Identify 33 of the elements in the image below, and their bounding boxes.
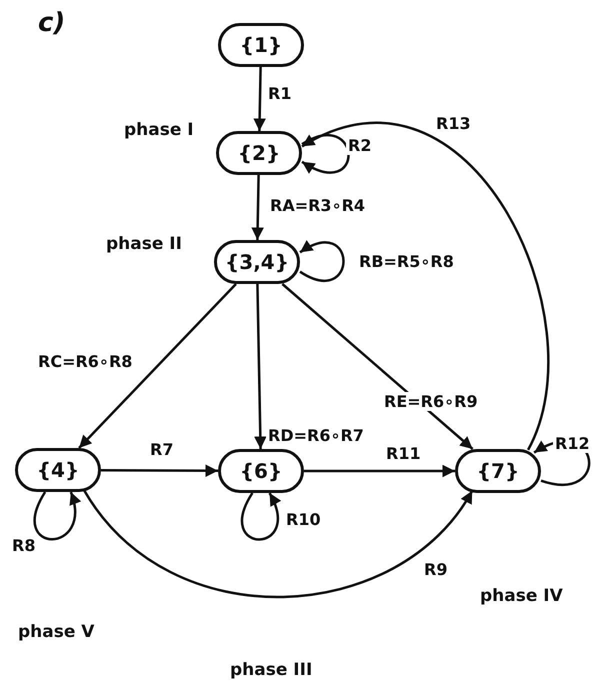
- state-node: [218, 23, 304, 67]
- edge-label: RE=R6∘R9: [382, 392, 480, 411]
- transition-arrow: [101, 464, 218, 477]
- transition-arrow: [82, 489, 474, 598]
- state-label: {3,4}: [225, 250, 289, 274]
- self-loop-arrow: [301, 134, 350, 174]
- figure-label: c): [38, 8, 66, 38]
- state-node: [214, 240, 300, 284]
- state-node: [218, 449, 304, 493]
- transition-arrow: [78, 283, 237, 449]
- state-label: {1}: [240, 33, 282, 57]
- phase-label: phase I: [124, 120, 194, 140]
- state-label: {4}: [36, 458, 80, 482]
- edge-label: R2: [346, 136, 374, 155]
- transition-arrow: [251, 174, 264, 240]
- self-loop-arrow: [34, 491, 80, 540]
- transition-arrow: [253, 66, 266, 132]
- state-label: {7}: [476, 459, 520, 483]
- self-loop-arrow: [299, 240, 345, 282]
- state-node: [216, 131, 302, 175]
- phase-label: phase IV: [480, 586, 563, 606]
- self-loop-arrow: [240, 492, 280, 541]
- state-node: [455, 449, 541, 493]
- state-label: {2}: [238, 141, 280, 165]
- phase-label: phase II: [106, 234, 182, 254]
- transition-arrow: [254, 284, 267, 450]
- phase-label: phase V: [18, 622, 94, 642]
- transition-arrow: [282, 283, 474, 450]
- transition-arrow: [304, 464, 455, 478]
- state-label: {6}: [240, 459, 282, 483]
- transition-arrow: [301, 122, 550, 450]
- phase-label: phase III: [230, 660, 312, 680]
- state-node: [15, 448, 101, 492]
